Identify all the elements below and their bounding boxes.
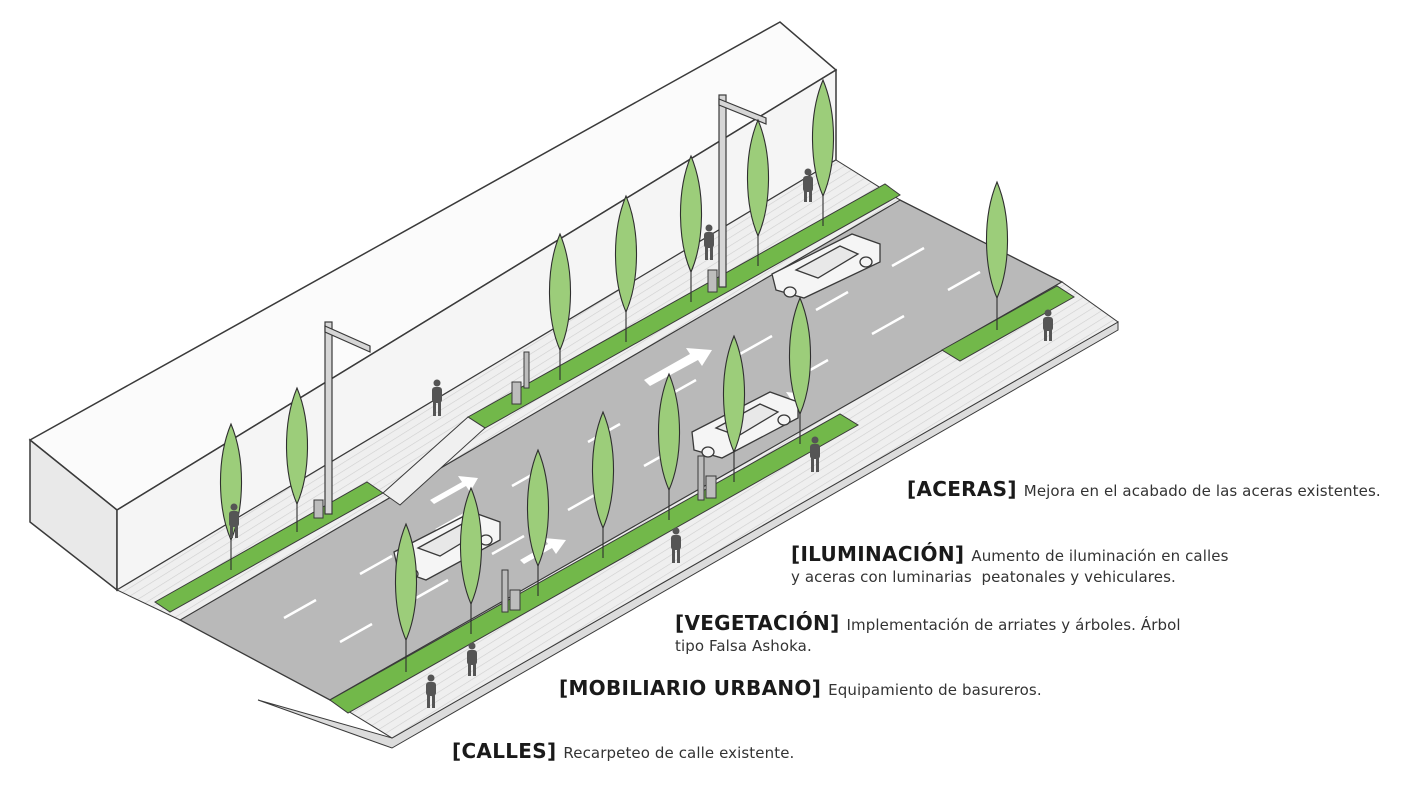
- trash-bin: [313, 499, 324, 519]
- legend-tag: [ILUMINACIÓN]: [791, 542, 965, 566]
- near-slab-edge: [257, 321, 1119, 749]
- tree: [526, 448, 550, 596]
- tree: [394, 522, 418, 672]
- pedestrian: [467, 642, 477, 676]
- legend-tag: [CALLES]: [452, 739, 557, 763]
- tree: [811, 78, 835, 226]
- trash-bin: [705, 475, 717, 499]
- tree: [722, 334, 746, 482]
- car: [771, 233, 881, 299]
- street-lights: [324, 94, 767, 515]
- far-sidewalk: [115, 159, 901, 621]
- legend-description: Recarpeteo de calle existente.: [563, 744, 795, 762]
- trash-bin: [511, 381, 522, 405]
- tree: [788, 296, 812, 444]
- tree: [591, 410, 615, 558]
- legend-tag: [MOBILIARIO URBANO]: [559, 676, 822, 700]
- legend-tag: [VEGETACIÓN]: [675, 611, 840, 635]
- pedestrian: [704, 224, 714, 260]
- curb-island-far: [382, 416, 486, 506]
- trash-bin: [509, 589, 521, 611]
- tree: [614, 194, 638, 342]
- legend-description: Implementación de arriates y árboles. Ár…: [675, 616, 1181, 655]
- tree: [548, 232, 572, 380]
- tree: [679, 154, 703, 302]
- trash-bin: [707, 269, 718, 293]
- pedestrian: [803, 168, 813, 202]
- street-light: [324, 321, 371, 515]
- tree: [459, 486, 483, 634]
- trash-bin: [523, 351, 530, 389]
- legend-item-calles: [CALLES] Recarpeteo de calle existente.: [452, 741, 794, 764]
- pedestrian: [229, 503, 239, 538]
- road-arrow: [644, 348, 712, 386]
- trash-bin: [697, 455, 705, 501]
- tree: [285, 386, 309, 532]
- trees: [219, 78, 1009, 672]
- legend-item-aceras: [ACERAS] Mejora en el acabado de las acer…: [907, 479, 1381, 502]
- planter-near-right: [941, 285, 1075, 362]
- tree: [657, 372, 681, 520]
- trash-bins: [313, 269, 718, 613]
- street-light: [718, 94, 767, 288]
- planter-near-left: [329, 413, 859, 714]
- legend-description: Mejora en el acabado de las aceras exist…: [1023, 482, 1381, 500]
- legend-item-vegetacion: [VEGETACIÓN]Implementación de arriates y…: [675, 613, 1181, 657]
- tree: [219, 422, 243, 570]
- trash-bin: [501, 569, 509, 613]
- pedestrian: [810, 436, 820, 472]
- near-sidewalk: [329, 281, 1119, 739]
- tree: [985, 180, 1009, 330]
- pedestrians: [229, 168, 1053, 708]
- pedestrian: [426, 674, 436, 708]
- road-arrow: [430, 476, 478, 504]
- legend-tag: [ACERAS]: [907, 477, 1017, 501]
- tree: [746, 118, 770, 266]
- pedestrian: [671, 527, 681, 563]
- legend-description: Aumento de iluminación en calles y acera…: [791, 547, 1229, 586]
- legend-description: Equipamiento de basureros.: [828, 681, 1042, 699]
- pedestrian: [1043, 309, 1053, 341]
- legend-item-mobiliario-urbano: [MOBILIARIO URBANO] Equipamiento de basur…: [559, 678, 1042, 701]
- legend-item-iluminacion: [ILUMINACIÓN]Aumento de iluminación en c…: [791, 544, 1229, 588]
- pedestrian: [432, 379, 442, 416]
